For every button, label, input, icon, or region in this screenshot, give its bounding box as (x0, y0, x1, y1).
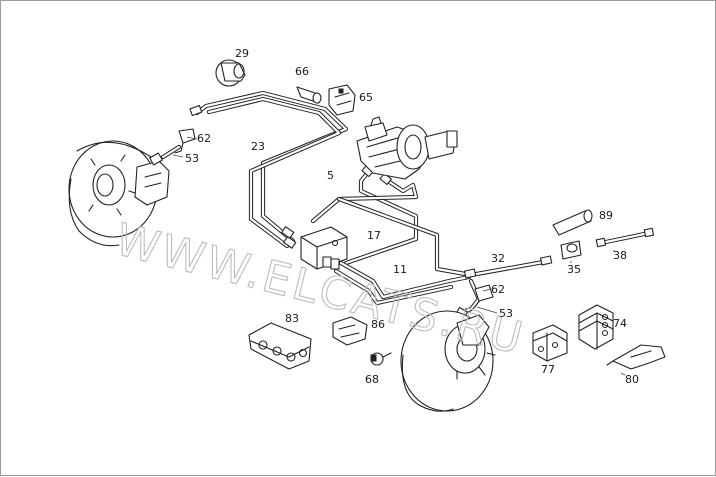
label-29: 29 (235, 47, 249, 60)
sleeve-89 (552, 209, 593, 236)
label-35: 35 (567, 263, 581, 276)
label-5: 5 (327, 169, 334, 182)
label-68: 68 (365, 373, 379, 386)
clip-86 (332, 316, 368, 346)
label-62-right: 62 (491, 283, 505, 296)
leader-lines (172, 136, 626, 376)
label-65: 65 (359, 91, 373, 104)
brake-pipes (194, 90, 652, 316)
brake-disc-left (68, 140, 158, 247)
label-83: 83 (285, 312, 299, 325)
cable-tie-80 (606, 344, 666, 370)
brake-disc-right (400, 310, 496, 412)
clip-77 (532, 324, 568, 362)
clip-holder-83 (248, 322, 312, 370)
label-86: 86 (371, 318, 385, 331)
clip-65 (328, 84, 356, 116)
label-32: 32 (491, 252, 505, 265)
caliper-left (134, 144, 182, 206)
distribution-block (300, 226, 348, 270)
label-80: 80 (625, 373, 639, 386)
label-17: 17 (367, 229, 381, 242)
label-89: 89 (599, 209, 613, 222)
label-77: 77 (541, 363, 555, 376)
hose-bracket-right (474, 284, 494, 308)
label-74: 74 (613, 317, 627, 330)
label-62-left: 62 (197, 132, 211, 145)
pipe-fittings (189, 104, 655, 319)
label-66: 66 (295, 65, 309, 78)
label-11: 11 (393, 263, 407, 276)
grommet-29 (215, 59, 246, 87)
label-23: 23 (251, 140, 265, 153)
label-38: 38 (613, 249, 627, 262)
master-cylinder (356, 116, 458, 180)
clip-74 (578, 304, 614, 350)
part-labels: 29 66 65 62 23 53 5 89 17 32 38 35 11 62… (185, 47, 639, 386)
label-53-right: 53 (499, 307, 513, 320)
fitting-68 (370, 352, 392, 366)
label-53-left: 53 (185, 152, 199, 165)
sleeve-35 (560, 240, 582, 260)
sleeve-66 (296, 86, 322, 104)
